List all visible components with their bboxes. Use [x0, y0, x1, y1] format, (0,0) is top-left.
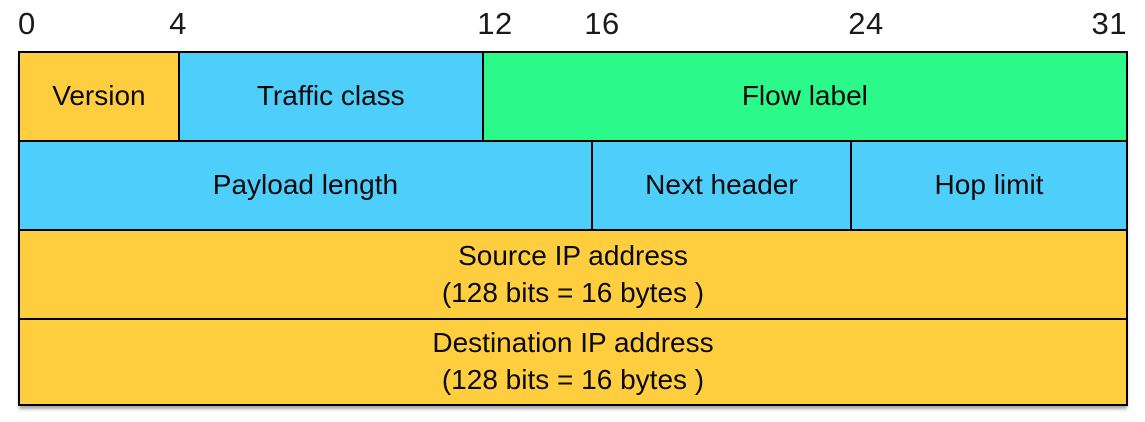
- field-payload-length-label: Payload length: [212, 168, 399, 200]
- field-payload-length: Payload length: [20, 141, 591, 229]
- field-traffic-class: Traffic class: [177, 53, 482, 140]
- bit-label-4: 4: [169, 6, 187, 41]
- bit-label-31: 31: [1091, 6, 1127, 41]
- field-destination-ip-label: Destination IP address: [432, 327, 714, 359]
- field-source-ip: Source IP address (128 bits = 16 bytes ): [20, 230, 1126, 319]
- field-source-ip-sublabel: (128 bits = 16 bytes ): [441, 276, 705, 308]
- field-hop-limit-label: Hop limit: [934, 168, 1044, 200]
- header-row-4: Destination IP address (128 bits = 16 by…: [20, 318, 1126, 405]
- field-destination-ip: Destination IP address (128 bits = 16 by…: [20, 320, 1126, 405]
- field-next-header-label: Next header: [645, 168, 798, 200]
- field-source-ip-label: Source IP address: [458, 239, 688, 271]
- field-version-label: Version: [52, 79, 146, 111]
- field-flow-label-label: Flow label: [741, 79, 868, 111]
- field-flow-label: Flow label: [481, 53, 1127, 140]
- field-traffic-class-label: Traffic class: [256, 79, 405, 111]
- bit-label-16: 16: [584, 6, 620, 41]
- header-row-3: Source IP address (128 bits = 16 bytes ): [20, 228, 1126, 319]
- field-hop-limit: Hop limit: [850, 141, 1127, 229]
- header-field-table: Version Traffic class Flow label Payload…: [18, 51, 1128, 406]
- header-row-2: Payload length Next header Hop limit: [20, 139, 1127, 229]
- field-destination-ip-sublabel: (128 bits = 16 bytes ): [441, 364, 705, 396]
- field-next-header: Next header: [590, 141, 850, 229]
- header-row-1: Version Traffic class Flow label: [20, 53, 1127, 140]
- field-version: Version: [20, 53, 178, 140]
- bit-label-12: 12: [477, 6, 513, 41]
- bit-label-24: 24: [848, 6, 884, 41]
- bit-label-0: 0: [18, 6, 36, 41]
